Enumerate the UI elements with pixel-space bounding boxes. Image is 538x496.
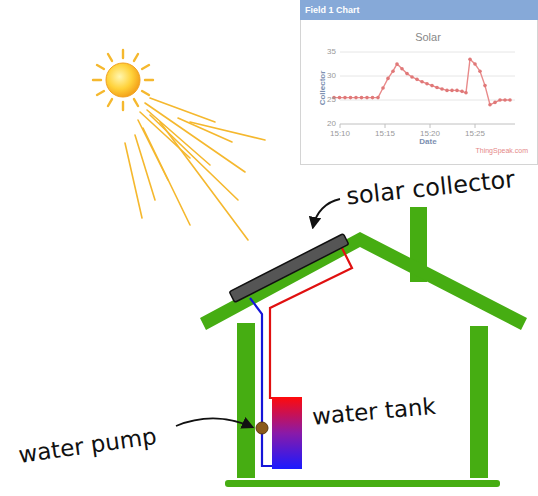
- data-point: [455, 89, 459, 93]
- data-point: [338, 96, 342, 100]
- grid-line: [340, 76, 515, 77]
- data-point: [365, 96, 369, 100]
- sun-ray: [142, 65, 149, 69]
- solar-collector: [229, 234, 348, 303]
- data-point: [450, 89, 454, 93]
- sun-ray: [134, 54, 138, 61]
- sun-ray: [145, 79, 153, 81]
- data-point: [503, 98, 507, 102]
- tick: [430, 124, 431, 128]
- data-point: [430, 84, 434, 88]
- data-line: [334, 59, 510, 105]
- watermark: ThingSpeak.com: [475, 147, 528, 155]
- data-point: [493, 101, 497, 105]
- part-label: solar collector: [345, 166, 516, 210]
- house: [200, 207, 527, 487]
- x-axis: [340, 124, 515, 125]
- tick-label: 25: [327, 96, 336, 105]
- axis-title: Collector: [319, 71, 328, 106]
- sun-ray: [97, 91, 104, 95]
- data-point: [410, 75, 414, 79]
- part-label: water pump: [17, 424, 158, 468]
- data-point: [460, 90, 464, 94]
- chart-title: Solar: [415, 31, 441, 43]
- data-point: [400, 67, 404, 71]
- chart-panel: Field 1 Chart: [300, 0, 538, 165]
- water-pump: [256, 422, 268, 434]
- sun: [106, 63, 140, 97]
- tick-label: 15:15: [375, 130, 395, 139]
- tick-label: 35: [327, 48, 336, 57]
- data-point: [440, 87, 444, 91]
- sun-ray: [97, 65, 104, 69]
- data-point: [483, 84, 487, 88]
- data-point: [488, 103, 492, 107]
- data-point: [473, 62, 477, 66]
- sun-ray: [150, 115, 238, 200]
- tick: [385, 124, 386, 128]
- tick-label: 20: [327, 120, 336, 129]
- data-point: [376, 96, 380, 100]
- data-point: [360, 96, 364, 100]
- panel-header: Field 1 Chart: [300, 0, 538, 20]
- data-point: [415, 78, 419, 82]
- data-point: [371, 96, 375, 100]
- data-point: [386, 77, 390, 81]
- data-point: [420, 80, 424, 84]
- sun-ray: [122, 50, 124, 58]
- sun-ray: [125, 143, 142, 218]
- cold-pipe: [250, 298, 275, 466]
- data-point: [464, 91, 468, 95]
- data-point: [391, 69, 395, 73]
- tick: [340, 124, 341, 128]
- data-point: [405, 72, 409, 76]
- sun-ray: [134, 99, 138, 106]
- tick: [475, 124, 476, 128]
- data-point: [445, 89, 449, 93]
- sun-ray: [190, 122, 265, 140]
- sun-rays: [93, 50, 265, 240]
- data-point: [498, 98, 502, 102]
- sun-ray: [150, 98, 215, 122]
- chart-panel-ground: [301, 1, 538, 165]
- chart: [332, 52, 515, 128]
- sun-ray: [108, 99, 112, 106]
- data-point: [478, 69, 482, 73]
- data-point: [395, 62, 399, 66]
- tick-label: 15:10: [330, 130, 350, 139]
- sun-ray: [93, 79, 101, 81]
- sun-ray: [142, 91, 149, 95]
- data-point: [435, 86, 439, 90]
- leader-line: [176, 419, 252, 427]
- sun-ray: [122, 102, 124, 110]
- water-tank: [272, 397, 302, 469]
- grid-line: [340, 52, 515, 53]
- tick-label: 15:25: [465, 130, 485, 139]
- data-point: [354, 96, 358, 100]
- data-point: [343, 96, 347, 100]
- sun-ray: [160, 122, 248, 240]
- leader-line: [313, 199, 340, 227]
- data-point: [468, 57, 472, 61]
- sun-ray: [108, 54, 112, 61]
- sun-ray: [135, 135, 155, 200]
- data-point: [425, 82, 429, 86]
- part-label: water tank: [311, 394, 437, 430]
- data-point: [508, 98, 512, 102]
- sun-ray: [143, 128, 190, 225]
- axis-title: Date: [419, 138, 436, 147]
- data-point: [349, 96, 353, 100]
- data-point: [381, 86, 385, 90]
- tick-label: 30: [327, 72, 336, 81]
